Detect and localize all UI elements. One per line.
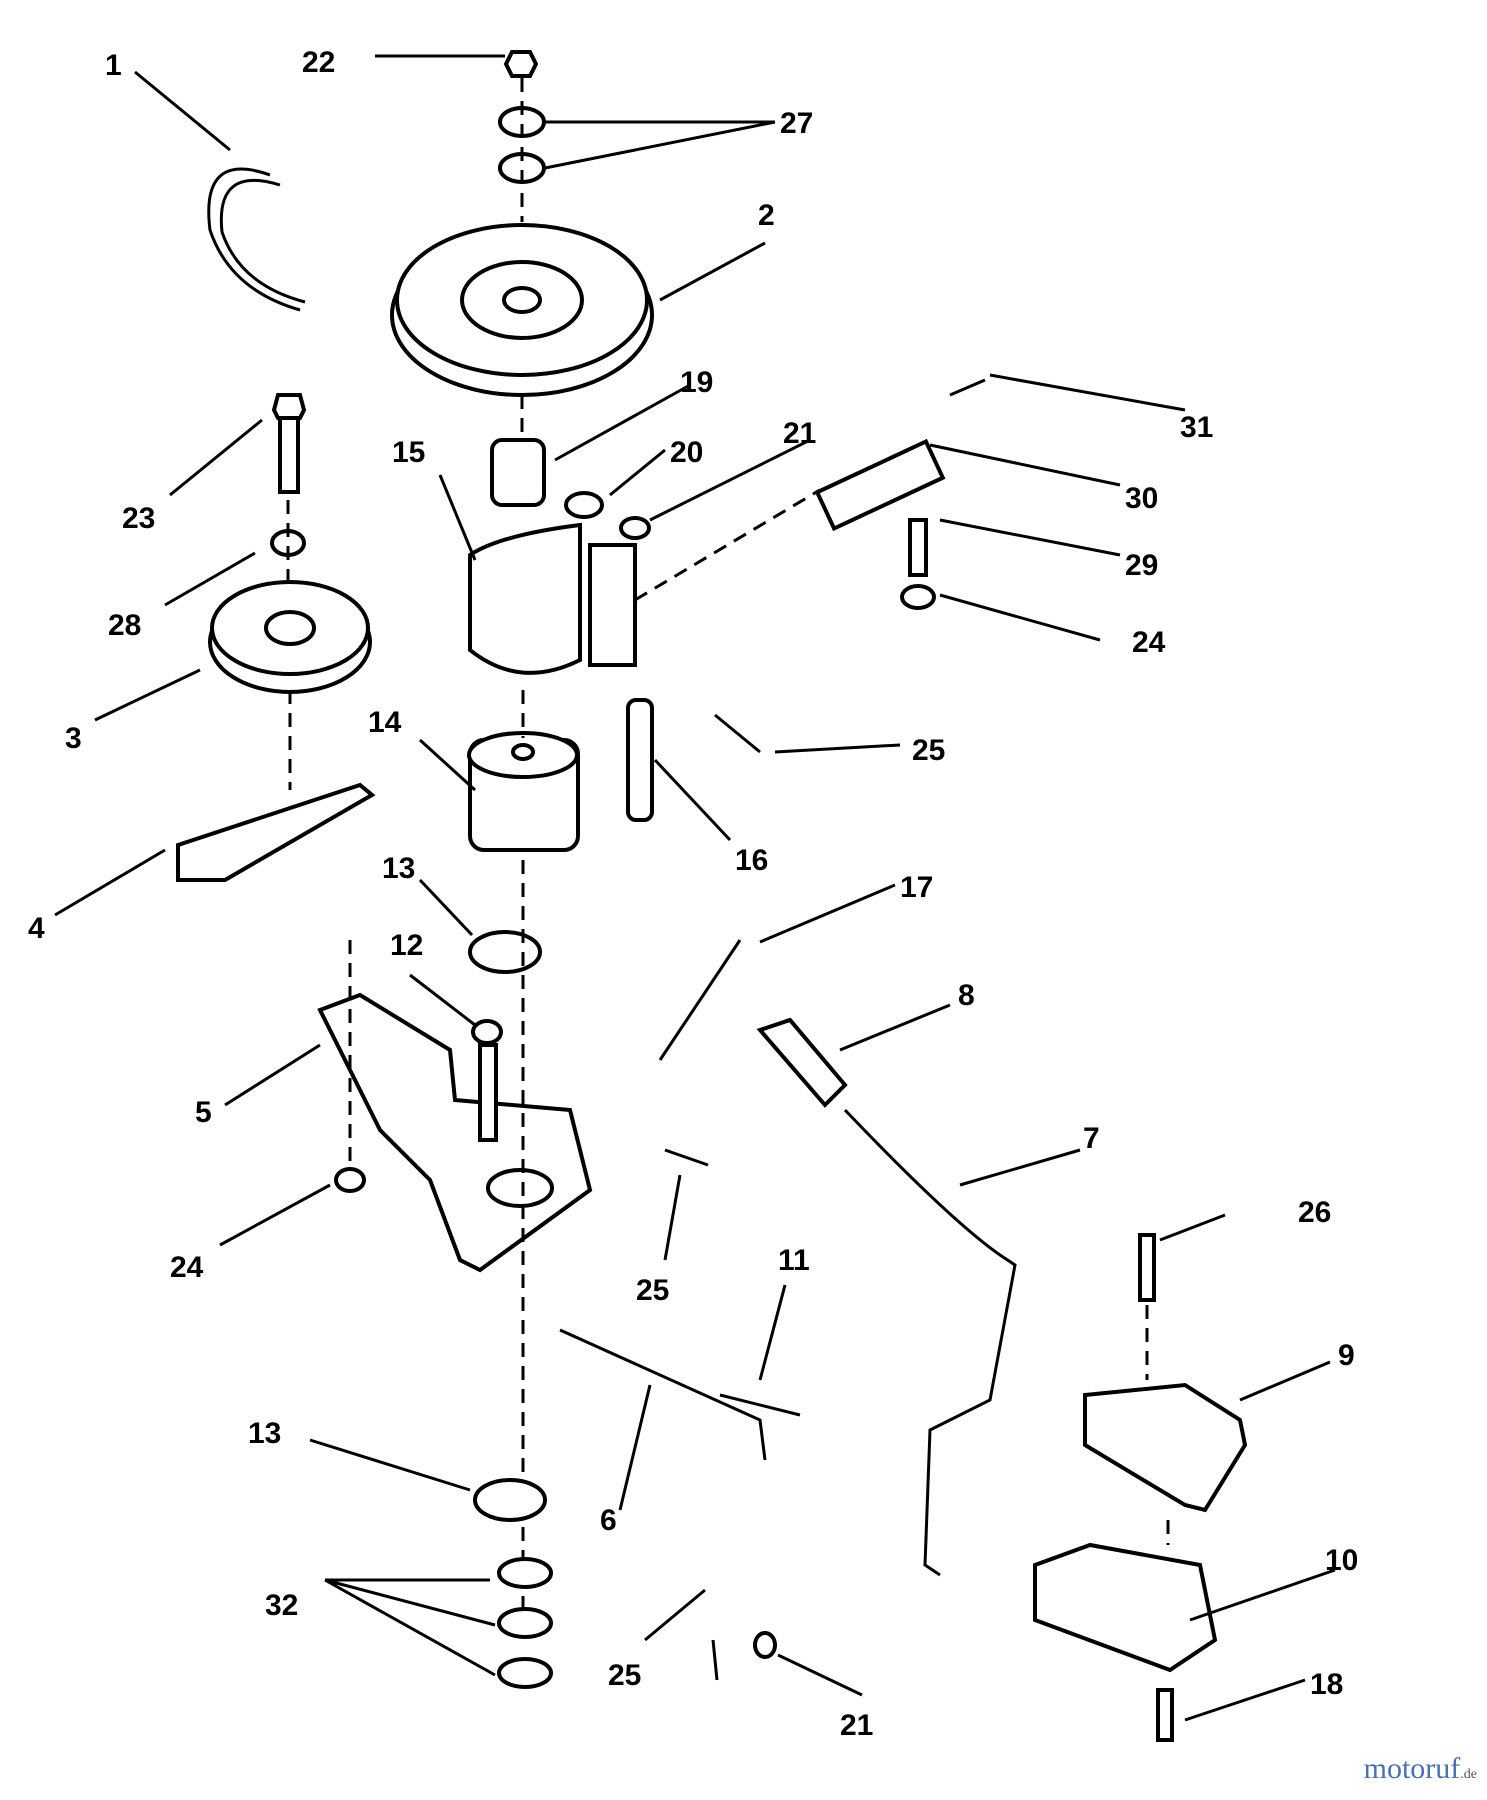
axis-line xyxy=(634,488,821,602)
bracket-4 xyxy=(176,782,376,882)
nut-12 xyxy=(471,1019,503,1045)
callout-9: 9 xyxy=(1338,1339,1355,1372)
callout-30: 30 xyxy=(1125,482,1158,515)
knob-8 xyxy=(756,1017,848,1108)
spring-17 xyxy=(658,939,742,1061)
callout-21b: 21 xyxy=(840,1709,873,1742)
callout-12: 12 xyxy=(390,929,423,962)
lever-7 xyxy=(843,1108,1017,1577)
pulley-3 xyxy=(208,580,372,694)
callout-19: 19 xyxy=(680,366,713,399)
callout-4: 4 xyxy=(28,912,45,945)
stud-29 xyxy=(908,518,928,577)
watermark-logo: motoruf.de xyxy=(1364,1752,1477,1786)
screw-26 xyxy=(1138,1233,1156,1302)
callout-26: 26 xyxy=(1298,1196,1331,1229)
washer-20 xyxy=(564,491,604,519)
callout-1: 1 xyxy=(105,49,122,82)
callout-5: 5 xyxy=(195,1096,212,1129)
callout-3: 3 xyxy=(65,722,82,755)
callout-21a: 21 xyxy=(783,417,816,450)
callout-13a: 13 xyxy=(382,852,415,885)
nut-22 xyxy=(503,50,539,78)
bracket-30 xyxy=(814,438,946,532)
callout-15: 15 xyxy=(392,436,425,469)
guide-9 xyxy=(1083,1382,1248,1513)
cotter-pin-25b xyxy=(664,1148,709,1167)
pulley-2 xyxy=(390,223,654,397)
callout-23: 23 xyxy=(122,502,155,535)
idler-arm-15 xyxy=(468,522,582,675)
leader-lines xyxy=(54,54,1336,1722)
callout-31: 31 xyxy=(1180,411,1213,444)
callout-16: 16 xyxy=(735,844,768,877)
callout-7: 7 xyxy=(1083,1122,1100,1155)
callout-25a: 25 xyxy=(912,734,945,767)
callout-20: 20 xyxy=(670,436,703,469)
stud xyxy=(478,1043,498,1142)
bushing-19 xyxy=(490,438,546,507)
belt-1 xyxy=(207,167,306,312)
callout-28: 28 xyxy=(108,609,141,642)
nut-24a xyxy=(334,1167,366,1193)
bracket-10 xyxy=(1033,1542,1218,1673)
callout-29: 29 xyxy=(1125,549,1158,582)
callout-11: 11 xyxy=(778,1244,810,1277)
snap-ring-13b xyxy=(473,1478,547,1522)
cotter-pin-25c xyxy=(711,1639,719,1681)
cotter-pin-25a xyxy=(714,713,761,754)
callout-10: 10 xyxy=(1325,1544,1358,1577)
idler-arm-5 xyxy=(317,992,593,1273)
callout-27: 27 xyxy=(780,107,813,140)
rod-6 xyxy=(559,1328,767,1461)
callout-18: 18 xyxy=(1310,1668,1343,1701)
nut-24b xyxy=(900,584,936,610)
spacer-14 xyxy=(467,731,580,852)
callout-6: 6 xyxy=(600,1504,617,1537)
callout-32: 32 xyxy=(265,1589,298,1622)
washer-21 xyxy=(619,516,651,540)
watermark-text: motoruf xyxy=(1363,1752,1461,1785)
callout-13b: 13 xyxy=(248,1417,281,1450)
bolt-18 xyxy=(1156,1688,1174,1742)
callout-22: 22 xyxy=(302,46,335,79)
arm-bracket xyxy=(588,543,637,667)
pin-16 xyxy=(626,698,654,822)
washer-21b xyxy=(753,1631,777,1659)
bolt-23 xyxy=(271,393,307,494)
callout-8: 8 xyxy=(958,979,975,1012)
callout-25b: 25 xyxy=(636,1274,669,1307)
callout-24b: 24 xyxy=(170,1251,204,1284)
washer-32b xyxy=(497,1607,553,1639)
callout-14: 14 xyxy=(368,706,402,739)
callout-24a: 24 xyxy=(1132,626,1166,659)
callout-17: 17 xyxy=(900,871,933,904)
watermark-suffix: .de xyxy=(1460,1767,1477,1782)
callout-25c: 25 xyxy=(608,1659,641,1692)
washer-32c xyxy=(497,1657,553,1689)
clip-31 xyxy=(949,378,986,397)
washer-32a xyxy=(497,1557,553,1589)
spring-11 xyxy=(719,1393,801,1417)
snap-ring-13a xyxy=(468,930,542,974)
callout-2: 2 xyxy=(758,199,775,232)
